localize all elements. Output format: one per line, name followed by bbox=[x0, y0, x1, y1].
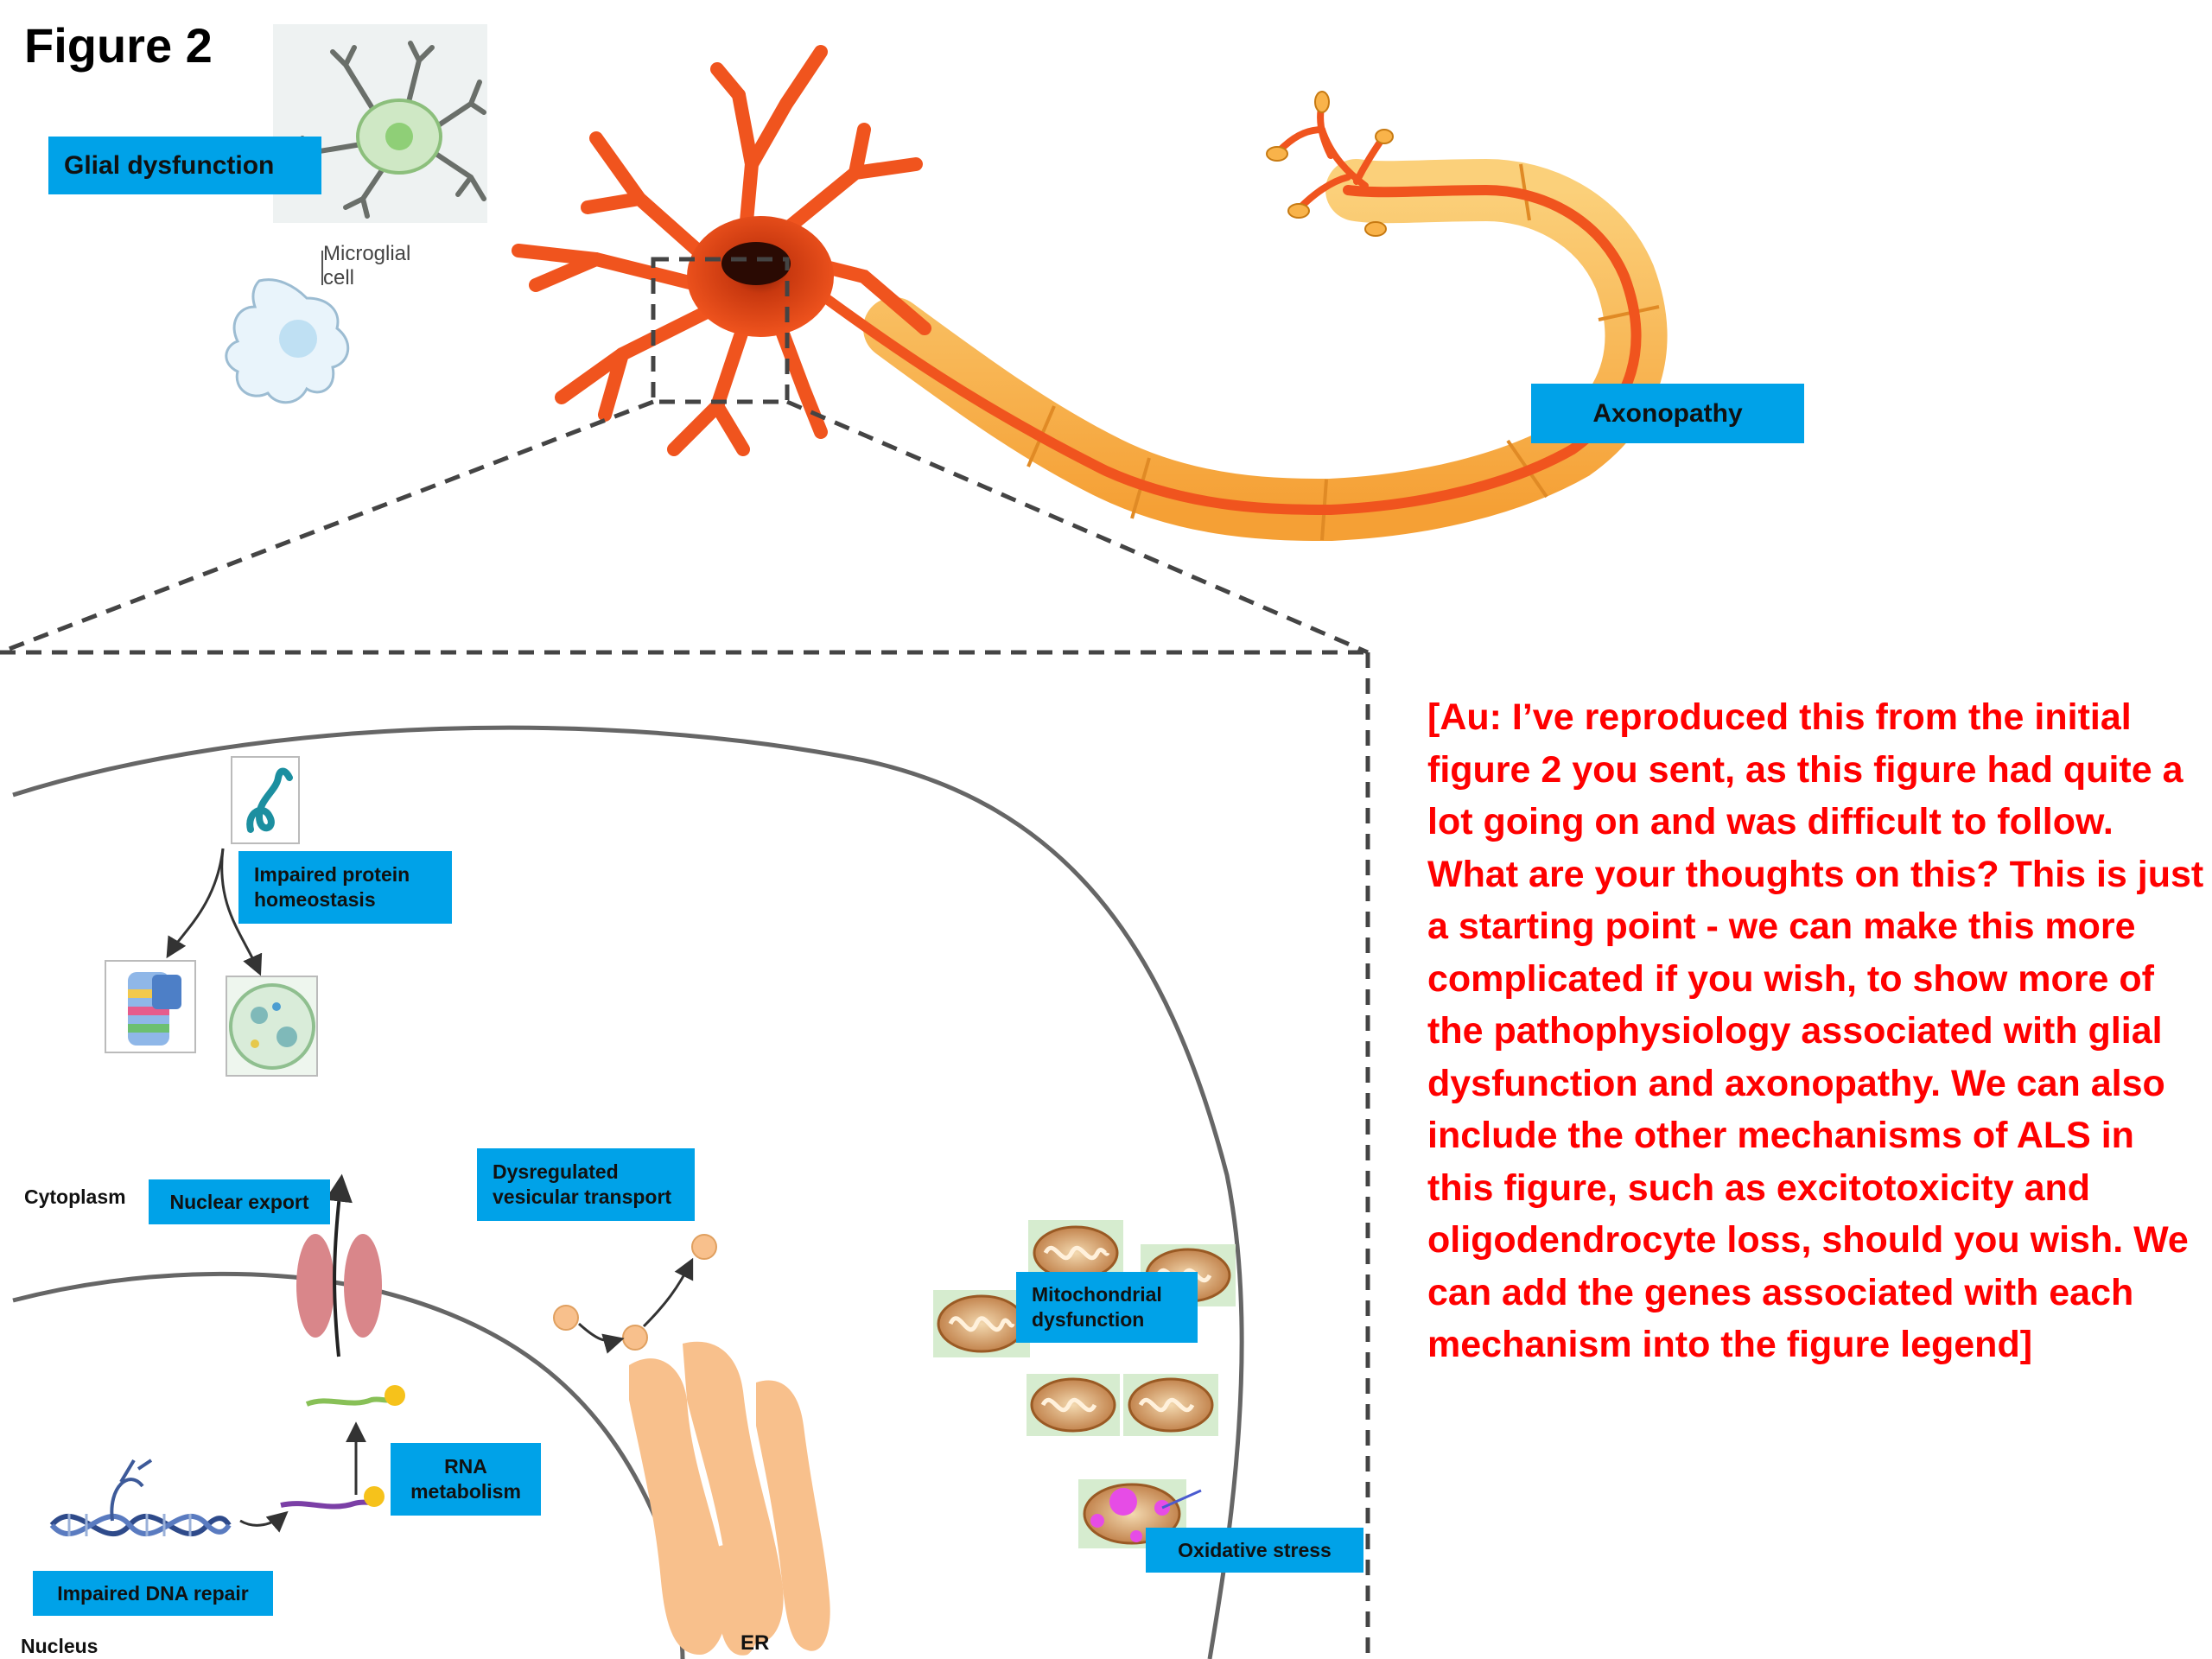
label-nuclear-export: Nuclear export bbox=[149, 1179, 330, 1224]
label-microglial-cell: Microglial cell bbox=[323, 242, 411, 289]
neuron-soma bbox=[512, 45, 931, 456]
nuclear-export-text: Nuclear export bbox=[169, 1190, 309, 1213]
mitochondrial-dysfunction-text: Mitochondrial dysfunction bbox=[1032, 1283, 1162, 1331]
protein-homeostasis-icons bbox=[105, 756, 318, 1077]
label-cytoplasm: Cytoplasm bbox=[24, 1185, 126, 1208]
rna-metabolism-text: RNA metabolism bbox=[410, 1455, 521, 1503]
endoplasmic-reticulum bbox=[629, 1341, 830, 1656]
neuron-axon bbox=[803, 91, 1668, 542]
label-oxidative-stress: Oxidative stress bbox=[1146, 1528, 1363, 1573]
mitochondria bbox=[933, 1220, 1236, 1548]
mitochondrion-icon bbox=[1123, 1374, 1218, 1436]
autophagosome-icon bbox=[229, 983, 315, 1070]
proteasome-icon bbox=[128, 972, 181, 1046]
zoom-indicator bbox=[0, 257, 1370, 1659]
dysregulated-vesicular-transport-text: Dysregulated vesicular transport bbox=[493, 1160, 672, 1208]
impaired-dna-repair-text: Impaired DNA repair bbox=[57, 1581, 249, 1605]
label-dysregulated-vesicular-transport: Dysregulated vesicular transport bbox=[477, 1148, 695, 1221]
label-axonopathy: Axonopathy bbox=[1531, 384, 1804, 443]
mitochondrion-icon bbox=[933, 1290, 1030, 1357]
axonopathy-text: Axonopathy bbox=[1592, 398, 1743, 428]
label-glial-dysfunction: Glial dysfunction bbox=[48, 137, 321, 194]
author-query-note: [Au: I’ve reproduced this from the initi… bbox=[1427, 696, 2204, 1365]
mitochondrion-icon bbox=[1027, 1374, 1120, 1436]
label-nucleus: Nucleus bbox=[21, 1635, 99, 1657]
vesicles bbox=[553, 1234, 717, 1354]
microglial-cell-illustration bbox=[225, 251, 350, 404]
label-mitochondrial-dysfunction: Mitochondrial dysfunction bbox=[1016, 1272, 1198, 1343]
label-rna-metabolism: RNA metabolism bbox=[391, 1443, 541, 1516]
nuclear-pore bbox=[296, 1173, 382, 1357]
label-er: ER bbox=[741, 1631, 770, 1655]
rna-strands bbox=[239, 1385, 405, 1533]
impaired-protein-homeostasis-text: Impaired protein homeostasis bbox=[254, 863, 410, 911]
figure-title: Figure 2 bbox=[24, 18, 213, 73]
label-impaired-protein-homeostasis: Impaired protein homeostasis bbox=[238, 851, 452, 924]
label-impaired-dna-repair: Impaired DNA repair bbox=[33, 1571, 273, 1616]
glial-dysfunction-text: Glial dysfunction bbox=[64, 150, 275, 180]
oxidative-stress-text: Oxidative stress bbox=[1178, 1538, 1332, 1561]
dna-helix-icon bbox=[49, 1459, 232, 1537]
